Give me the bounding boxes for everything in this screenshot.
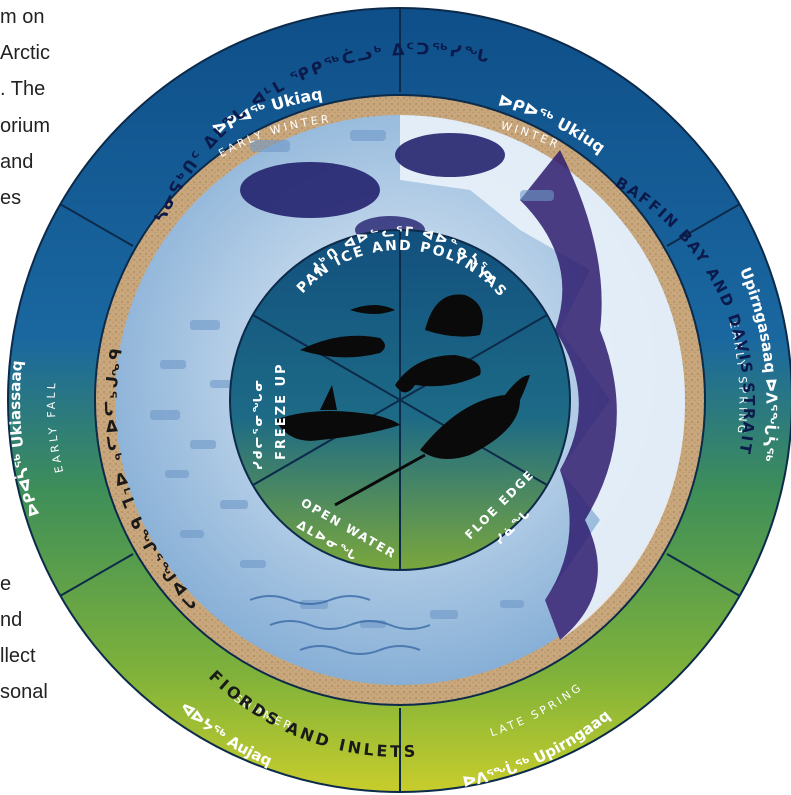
floe-edge-dark-ice	[520, 150, 617, 640]
beluga-icon	[395, 355, 481, 393]
animal-silhouettes	[275, 294, 530, 507]
walrus-icon	[425, 294, 483, 337]
narwhal-icon	[420, 375, 530, 459]
fish-icon	[350, 305, 395, 314]
water-waves	[249, 595, 431, 655]
orca-icon	[275, 385, 400, 441]
seal-icon	[300, 335, 385, 358]
season-dividers	[59, 8, 741, 792]
freeze-up-label: FREEZE UP	[274, 362, 289, 460]
inner-habitat-circle	[229, 229, 571, 571]
inner-dividers	[252, 230, 548, 570]
freeze-up-syllabics: ᓯᑯᓕᕐᓂᖓᓂ	[251, 378, 265, 470]
polynya-shape	[240, 162, 380, 218]
polynya-shape	[395, 133, 505, 177]
narwhal-tusk-icon	[334, 453, 426, 507]
